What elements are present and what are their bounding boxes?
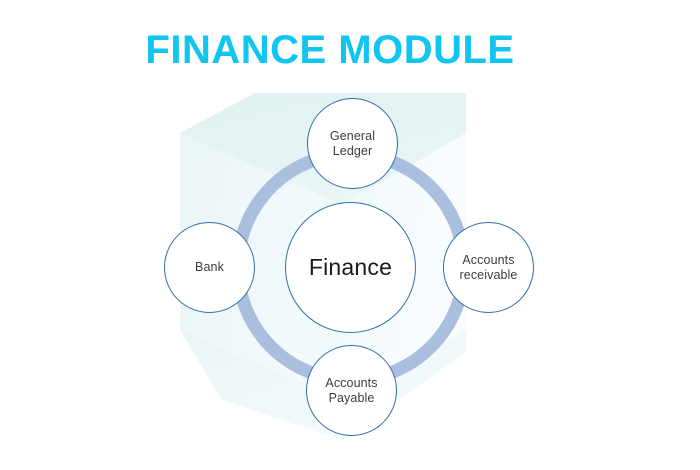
node-accounts-payable-label: Accounts Payable [325, 375, 378, 405]
node-accounts-receivable-label: Accounts receivable [459, 252, 518, 282]
node-accounts-receivable[interactable]: Accounts receivable [443, 222, 534, 313]
node-accounts-payable[interactable]: Accounts Payable [306, 345, 397, 436]
backdrop-left-face [180, 133, 342, 400]
node-general-ledger-label: General Ledger [329, 128, 376, 158]
page-title: FINANCE MODULE [145, 28, 515, 72]
node-finance[interactable]: Finance [285, 202, 416, 333]
node-finance-label: Finance [308, 253, 393, 280]
node-general-ledger[interactable]: General Ledger [307, 98, 398, 189]
node-bank[interactable]: Bank [164, 222, 255, 313]
node-bank-label: Bank [195, 260, 224, 275]
